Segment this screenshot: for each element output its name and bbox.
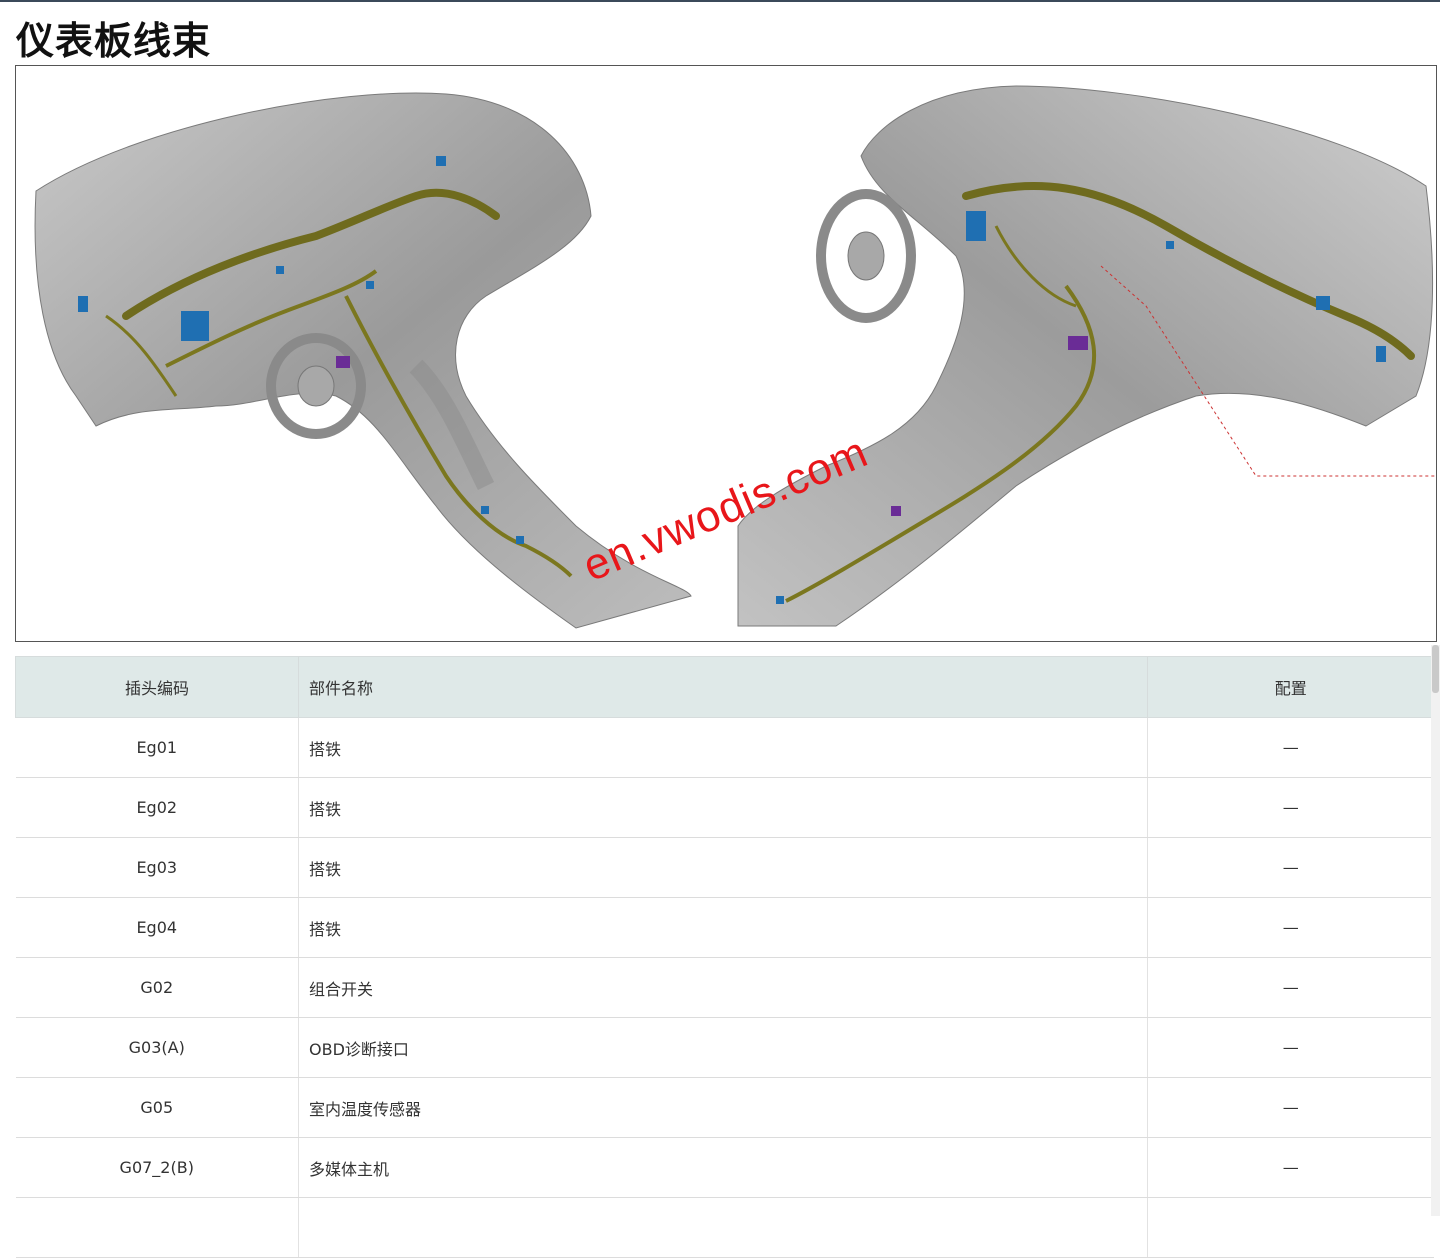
cell-configuration: — — [1147, 837, 1434, 898]
table-row: G07_2(B) 多媒体主机 — — [15, 1137, 1434, 1198]
cell-connector-code: Eg02 — [15, 777, 299, 838]
cell-connector-code: Eg04 — [15, 897, 299, 958]
cell-configuration: — — [1147, 1077, 1434, 1138]
dashboard-harness-left-view — [34, 92, 692, 629]
cell-connector-code: G07_2(B) — [15, 1137, 299, 1198]
table-row: G05 室内温度传感器 — — [15, 1077, 1434, 1138]
header-connector-code: 插头编码 — [15, 656, 299, 718]
scrollbar-track[interactable] — [1431, 645, 1440, 1216]
cell-part-name: 搭铁 — [298, 897, 1148, 958]
table-row: Eg02 搭铁 — — [15, 777, 1434, 838]
cell-part-name: 搭铁 — [298, 837, 1148, 898]
harness-figure: en.vwodis.com — [15, 65, 1437, 642]
dashboard-harness-right-view — [737, 85, 1436, 627]
table-row: Eg03 搭铁 — — [15, 837, 1434, 898]
table-row — [15, 1197, 1434, 1258]
cell-part-name: 搭铁 — [298, 777, 1148, 838]
table-row: G02 组合开关 — — [15, 957, 1434, 1018]
header-configuration: 配置 — [1147, 656, 1434, 718]
cell-part-name: 搭铁 — [298, 717, 1148, 778]
page-title: 仪表板线束 — [16, 19, 212, 63]
cell-configuration: — — [1147, 717, 1434, 778]
cell-connector-code: Eg01 — [15, 717, 299, 778]
cell-part-name: 室内温度传感器 — [298, 1077, 1148, 1138]
cell-connector-code: G02 — [15, 957, 299, 1018]
cell-part-name: 多媒体主机 — [298, 1137, 1148, 1198]
scrollbar-thumb[interactable] — [1432, 645, 1439, 693]
table-row: Eg04 搭铁 — — [15, 897, 1434, 958]
cell-connector-code: G05 — [15, 1077, 299, 1138]
table-header-row: 插头编码 部件名称 配置 — [15, 656, 1434, 718]
cell-configuration — [1147, 1197, 1434, 1258]
table-row: G03(A) OBD诊断接口 — — [15, 1017, 1434, 1078]
harness-illustration — [34, 85, 1436, 629]
cell-configuration: — — [1147, 897, 1434, 958]
cell-configuration: — — [1147, 777, 1434, 838]
table-row: Eg01 搭铁 — — [15, 717, 1434, 778]
cell-connector-code — [15, 1197, 299, 1258]
cell-part-name: OBD诊断接口 — [298, 1017, 1148, 1078]
cell-configuration: — — [1147, 957, 1434, 1018]
header-part-name: 部件名称 — [298, 656, 1148, 718]
cell-connector-code: Eg03 — [15, 837, 299, 898]
connector-table: 插头编码 部件名称 配置 Eg01 搭铁 — Eg02 搭铁 — Eg03 搭铁… — [15, 656, 1434, 1258]
cell-configuration: — — [1147, 1137, 1434, 1198]
cell-part-name: 组合开关 — [298, 957, 1148, 1018]
cell-connector-code: G03(A) — [15, 1017, 299, 1078]
cell-part-name — [298, 1197, 1148, 1258]
cell-configuration: — — [1147, 1017, 1434, 1078]
top-border-rule — [0, 0, 1440, 2]
